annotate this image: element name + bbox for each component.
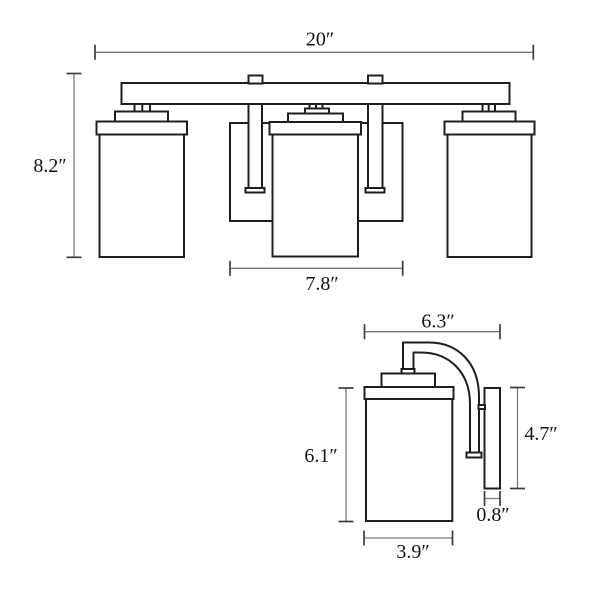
dim-shade-width-label: 3.9″ — [396, 541, 429, 563]
side-shade-rim — [363, 386, 455, 400]
dim-extension-depth-label: 6.3″ — [421, 311, 454, 333]
dim-shade-height: 6.1″ — [304, 387, 354, 523]
dim-overall-height: 8.2″ — [33, 72, 82, 259]
dim-overall-width-label: 20″ — [306, 29, 334, 51]
left-support-arm — [247, 103, 263, 190]
dim-center-section-width: 7.8″ — [229, 260, 404, 295]
left-arm-foot — [244, 187, 266, 194]
wall-plate — [483, 387, 501, 490]
right-socket-tier — [461, 110, 517, 123]
right-arm-foot — [364, 187, 386, 194]
side-socket-tier — [380, 372, 436, 388]
center-shade-body — [271, 133, 359, 258]
right-screw-tab — [367, 74, 384, 85]
dim-backplate-height: 4.7″ — [510, 386, 558, 490]
left-shade-body — [98, 133, 185, 258]
dim-backplate-height-label: 4.7″ — [524, 423, 557, 445]
dim-shade-width: 3.9″ — [363, 530, 454, 563]
dim-overall-width: 20″ — [94, 29, 535, 60]
dim-center-section-width-label: 7.8″ — [305, 273, 338, 295]
dim-extension-depth: 6.3″ — [363, 311, 501, 340]
dim-overall-height-label: 8.2″ — [33, 155, 66, 177]
dim-backplate-depth-label: 0.8″ — [476, 504, 509, 526]
left-socket-tier — [114, 110, 169, 123]
front-view: 20″ 8.2″ 7.8″ — [33, 29, 536, 295]
side-shade-body — [365, 398, 454, 522]
dim-shade-height-label: 6.1″ — [304, 445, 337, 467]
arm-end-cap — [465, 451, 483, 459]
left-screw-tab — [247, 74, 264, 85]
center-shade-rim — [268, 121, 362, 136]
right-shade-body — [446, 133, 533, 258]
side-view: 6.3″ 6.1″ 4.7″ 0.8″ 3.9″ — [304, 311, 557, 564]
dim-backplate-depth: 0.8″ — [476, 491, 510, 526]
center-socket-tier — [287, 112, 344, 123]
arm-wall-connector — [477, 404, 486, 410]
right-shade-rim — [443, 120, 536, 136]
mounting-bar — [120, 82, 511, 105]
right-support-arm — [367, 103, 384, 190]
left-shade-rim — [95, 120, 188, 136]
